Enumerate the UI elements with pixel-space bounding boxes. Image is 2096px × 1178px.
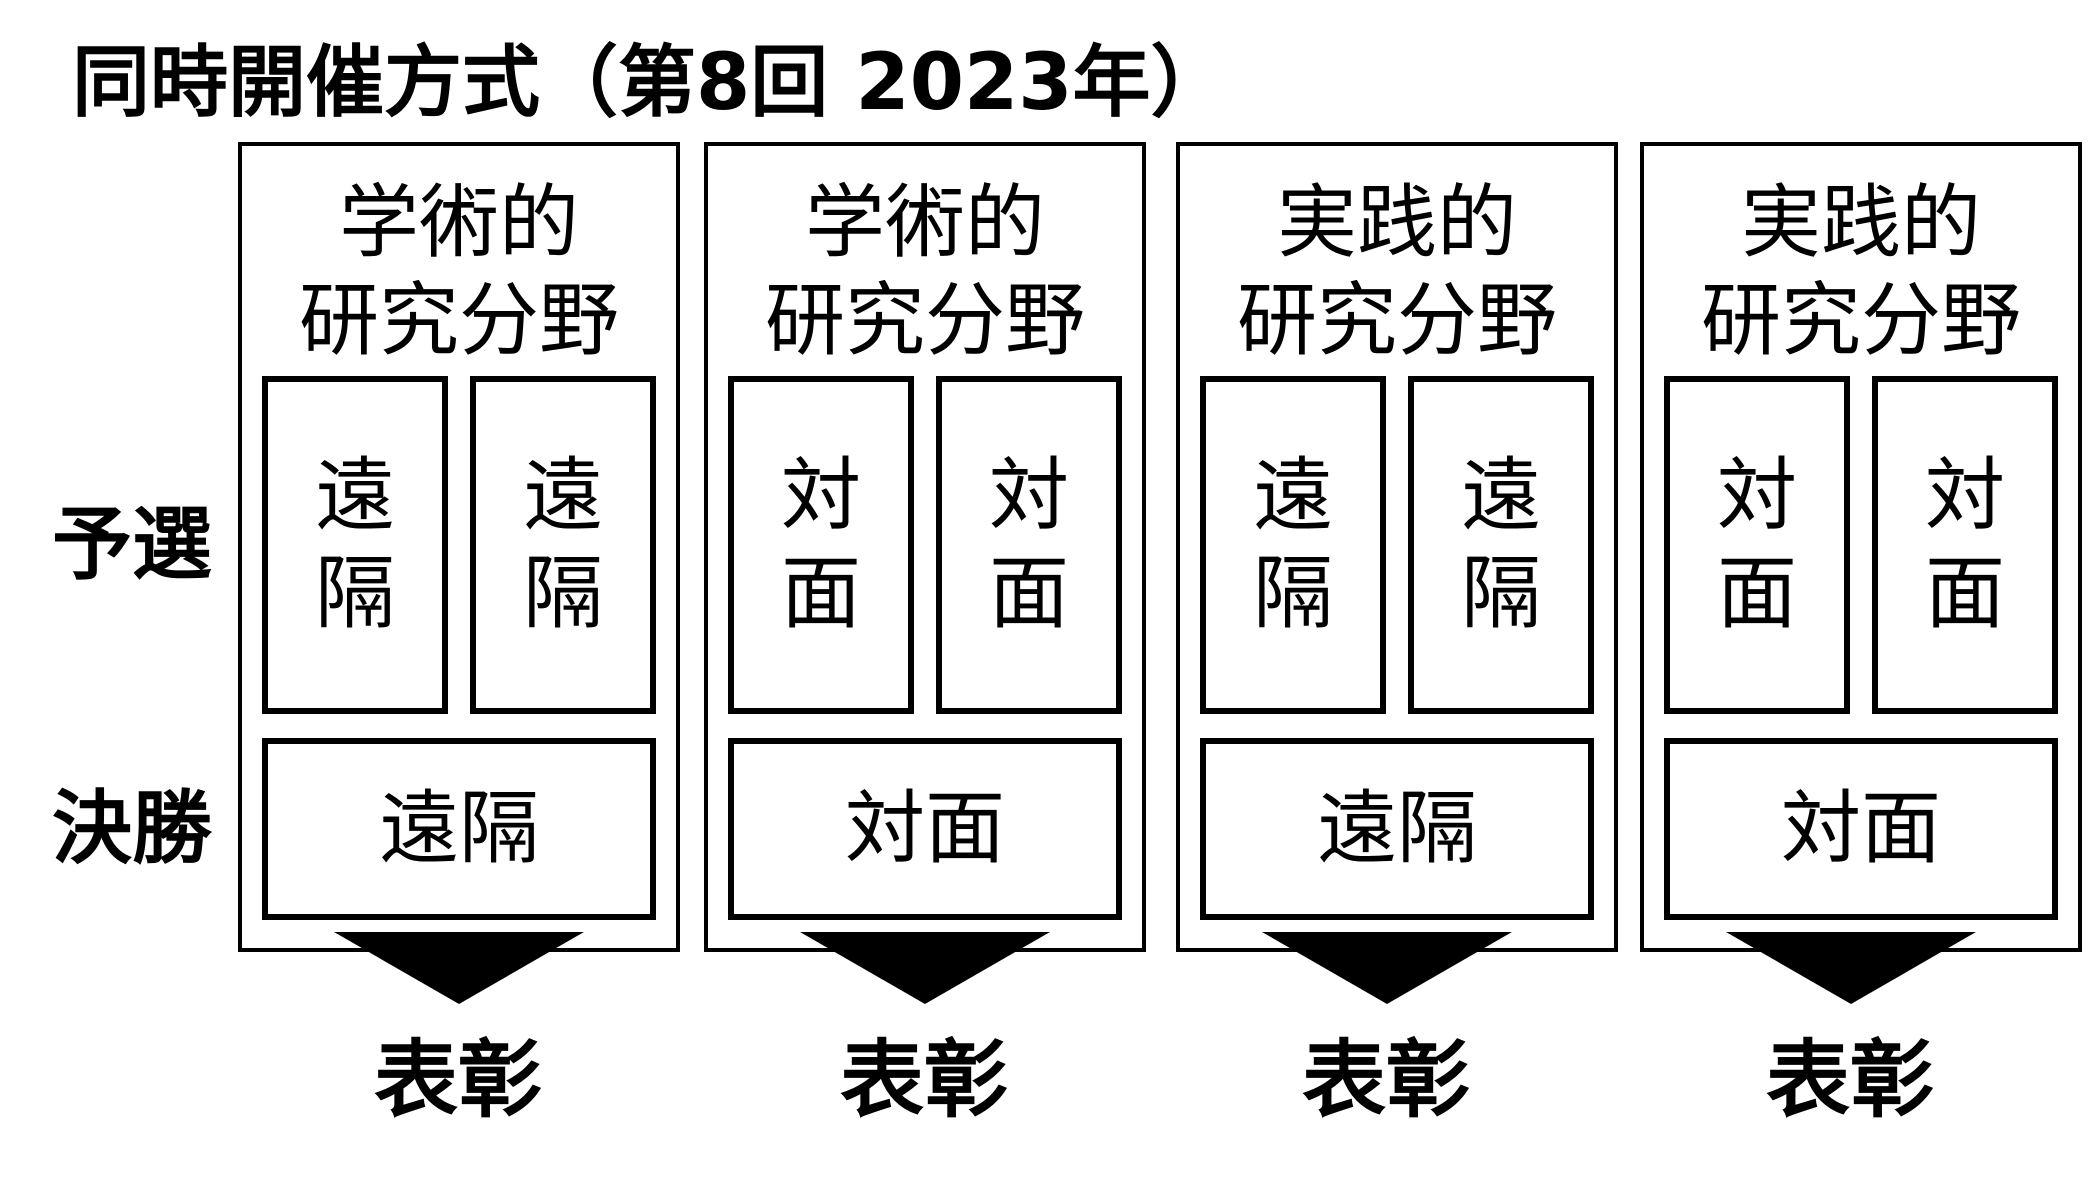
column-4: 実践的 研究分野 対面 対面 対面 xyxy=(1640,142,2082,952)
column-header-line1: 学術的 xyxy=(805,176,1045,269)
column-header-line1: 実践的 xyxy=(1741,176,1981,269)
prelim-box-right: 対面 xyxy=(936,376,1122,714)
award-label: 表彰 xyxy=(839,1031,1008,1129)
column-header-line2: 研究分野 xyxy=(1237,274,1557,367)
column-header: 学術的 研究分野 xyxy=(708,174,1142,370)
column-header-line1: 学術的 xyxy=(339,176,579,269)
column-header-line1: 実践的 xyxy=(1277,176,1517,269)
column-header: 学術的 研究分野 xyxy=(242,174,676,370)
prelim-mode-label: 遠隔 xyxy=(1253,449,1333,640)
award-label: 表彰 xyxy=(1301,1031,1470,1129)
final-box: 遠隔 xyxy=(1200,738,1594,920)
down-arrow-icon xyxy=(334,932,584,1004)
final-box: 遠隔 xyxy=(262,738,656,920)
column-3: 実践的 研究分野 遠隔 遠隔 遠隔 xyxy=(1176,142,1618,952)
down-arrow-icon xyxy=(1726,932,1976,1004)
column-1: 学術的 研究分野 遠隔 遠隔 遠隔 xyxy=(238,142,680,952)
prelim-box-left: 遠隔 xyxy=(1200,376,1386,714)
prelim-mode-label: 対面 xyxy=(781,449,861,640)
prelim-mode-label: 遠隔 xyxy=(523,449,603,640)
prelim-mode-label: 遠隔 xyxy=(315,449,395,640)
prelim-box-right: 対面 xyxy=(1872,376,2058,714)
award-label: 表彰 xyxy=(373,1031,542,1129)
column-2: 学術的 研究分野 対面 対面 対面 xyxy=(704,142,1146,952)
prelim-box-left: 対面 xyxy=(728,376,914,714)
prelim-box-right: 遠隔 xyxy=(1408,376,1594,714)
prelim-mode-label: 対面 xyxy=(989,449,1069,640)
row-label-prelim: 予選 xyxy=(52,498,212,591)
final-box: 対面 xyxy=(1664,738,2058,920)
award-label: 表彰 xyxy=(1765,1031,1934,1129)
row-label-final: 決勝 xyxy=(52,782,212,875)
diagram-title: 同時開催方式（第8回 2023年） xyxy=(72,38,1229,128)
column-header: 実践的 研究分野 xyxy=(1644,174,2078,370)
column-header-line2: 研究分野 xyxy=(1701,274,2021,367)
column-header: 実践的 研究分野 xyxy=(1180,174,1614,370)
prelim-box-right: 遠隔 xyxy=(470,376,656,714)
down-arrow-icon xyxy=(1262,932,1512,1004)
down-arrow-icon xyxy=(800,932,1050,1004)
prelim-mode-label: 対面 xyxy=(1717,449,1797,640)
column-header-line2: 研究分野 xyxy=(765,274,1085,367)
prelim-box-left: 遠隔 xyxy=(262,376,448,714)
prelim-mode-label: 対面 xyxy=(1925,449,2005,640)
final-box: 対面 xyxy=(728,738,1122,920)
prelim-box-left: 対面 xyxy=(1664,376,1850,714)
prelim-mode-label: 遠隔 xyxy=(1461,449,1541,640)
column-header-line2: 研究分野 xyxy=(299,274,619,367)
